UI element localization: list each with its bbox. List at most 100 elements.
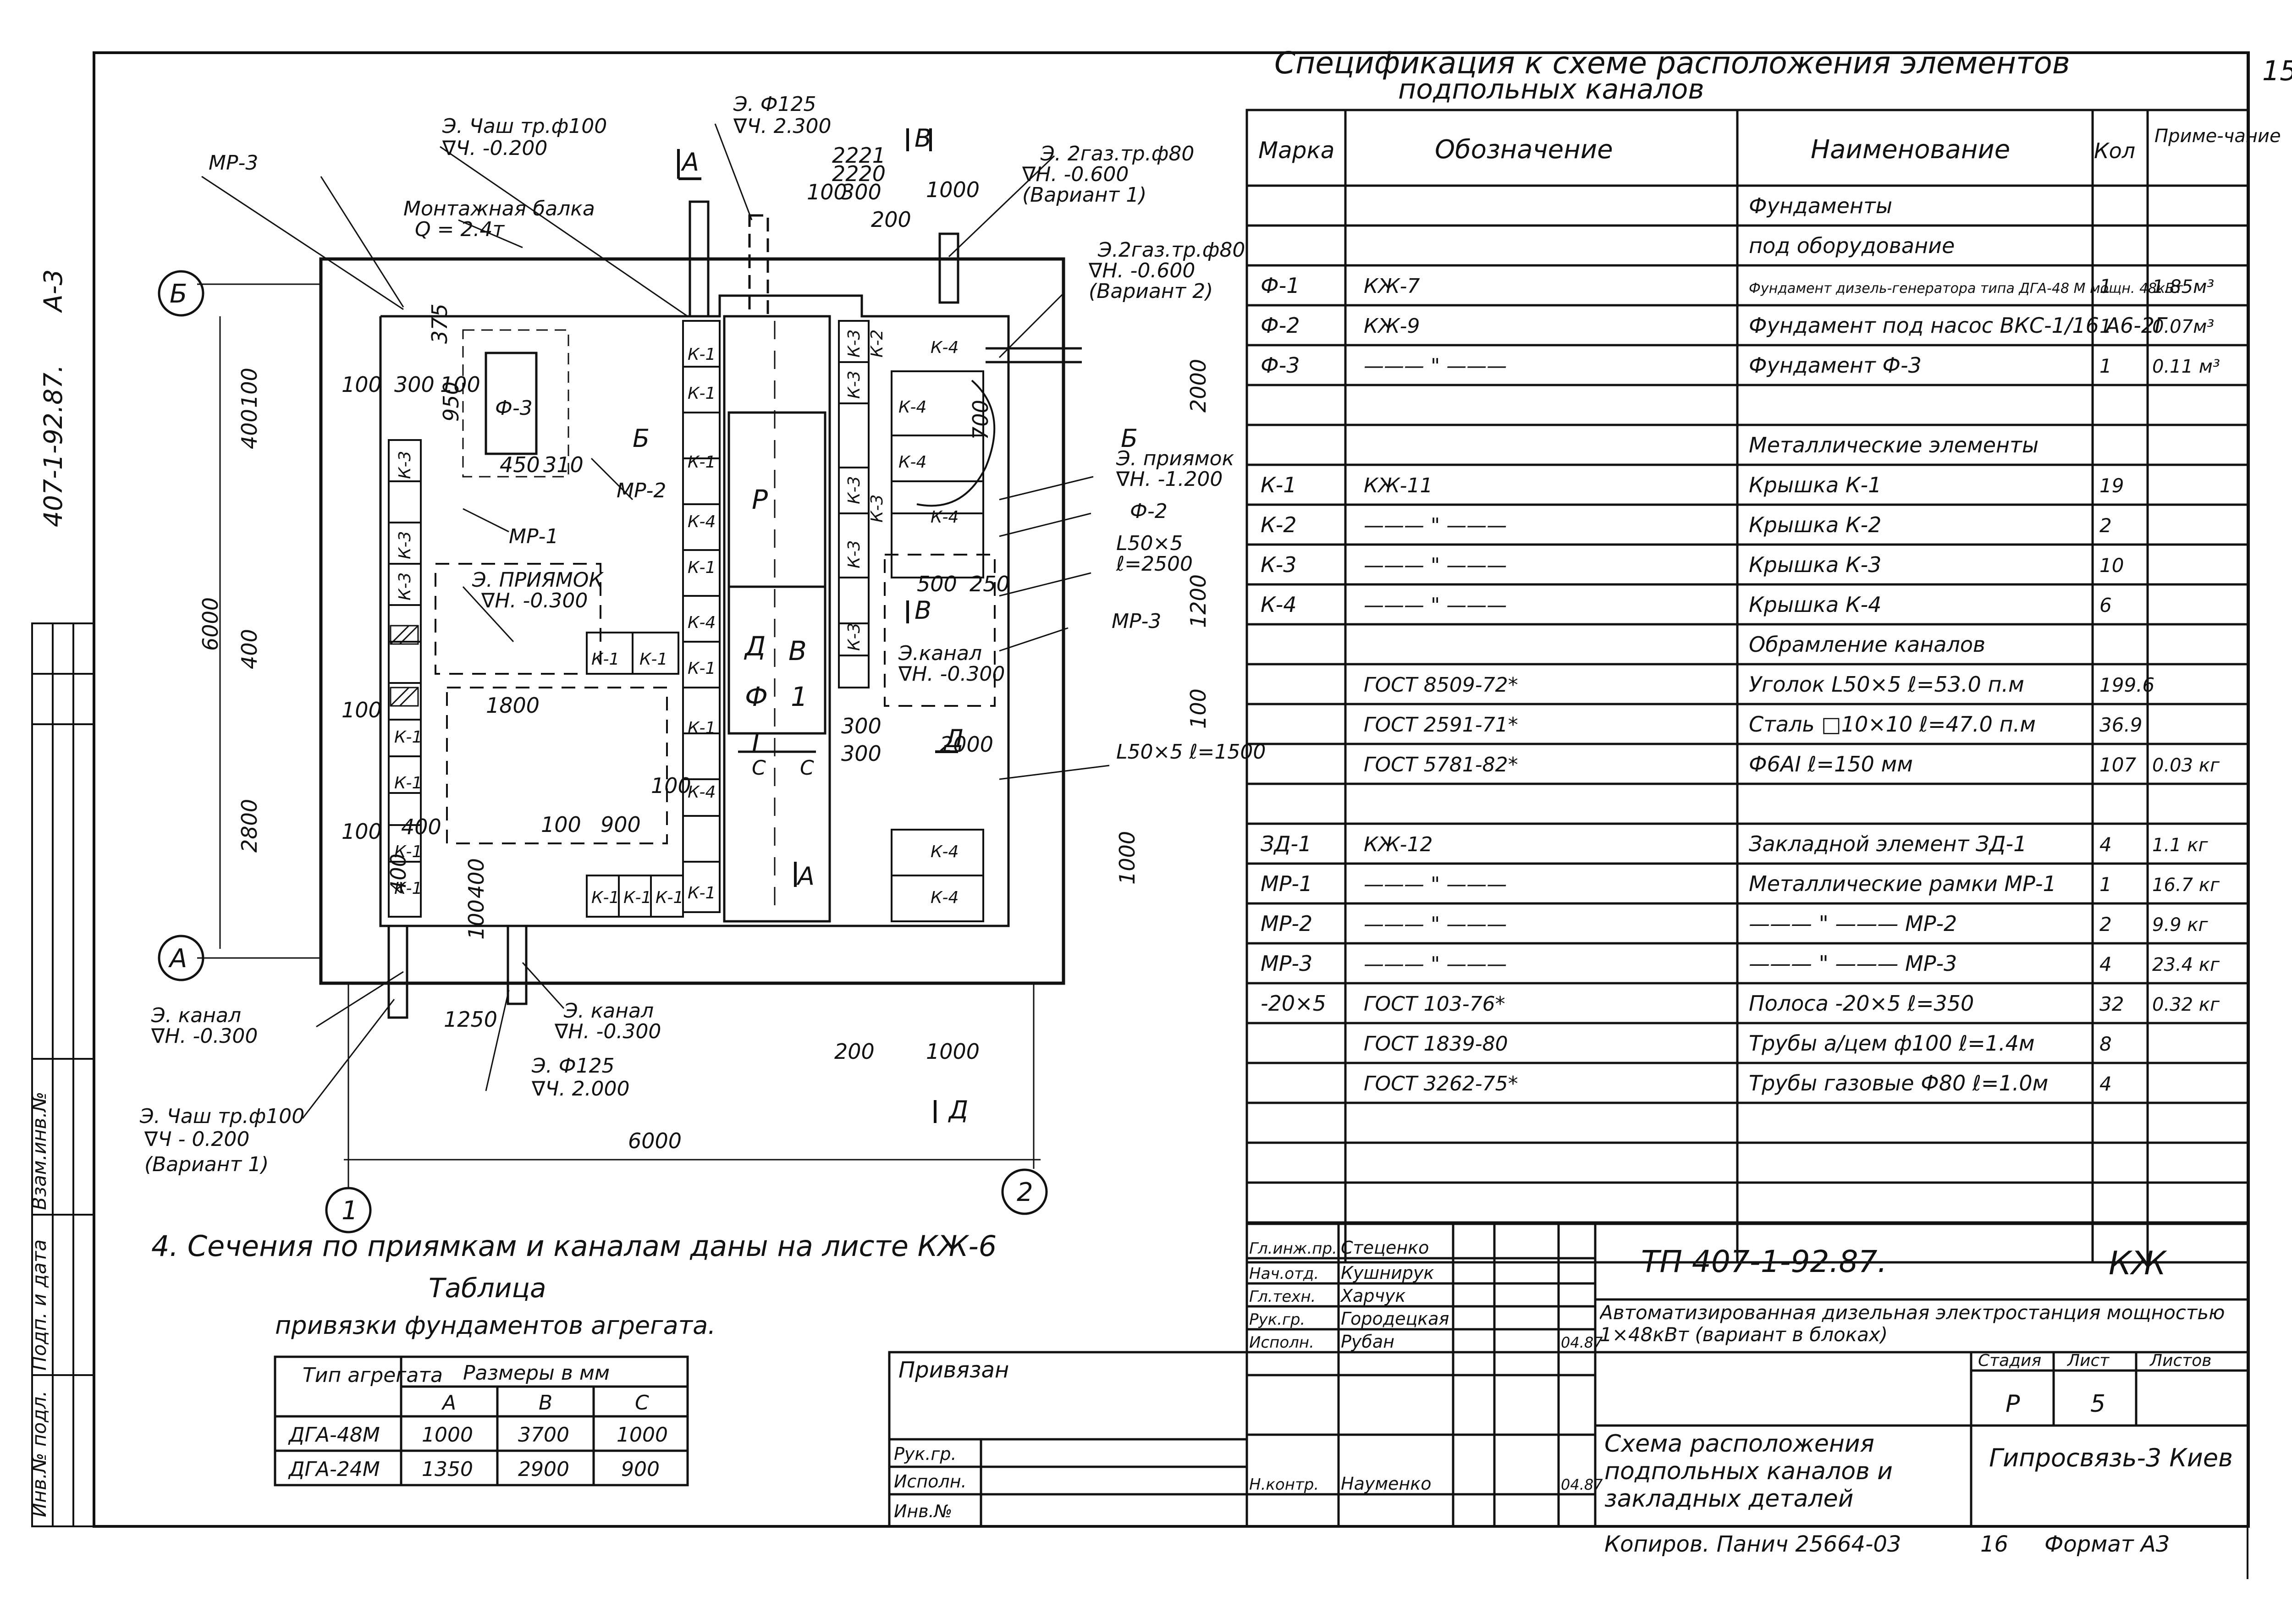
tb-person-date: 04.87: [1561, 1334, 1603, 1351]
tb-person-name: Городецкая: [1341, 1309, 1449, 1329]
spec-cell-name: Трубы газовые Ф80 ℓ=1.0м: [1749, 1071, 2048, 1096]
left-stamp: [31, 622, 95, 1527]
spec-cell-desig: ГОСТ 8509-72*: [1364, 673, 1518, 697]
table-header-type: Тип агрегата: [303, 1364, 443, 1387]
svg-text:К-4: К-4: [688, 783, 716, 802]
svg-text:К-3: К-3: [845, 476, 864, 504]
tb-format-num: 16: [1980, 1531, 2008, 1557]
svg-text:К-1: К-1: [394, 728, 422, 747]
svg-text:100: 100: [342, 372, 382, 397]
svg-text:К-1: К-1: [656, 888, 683, 907]
svg-text:(Вариант 2): (Вариант 2): [1089, 280, 1213, 303]
svg-text:100: 100: [237, 368, 262, 408]
spec-cell-mark: ЗД-1: [1261, 831, 1311, 856]
spec-cell-name: Металлические рамки МР-1: [1749, 871, 2056, 896]
tb-privyazan: Привязан: [898, 1357, 1009, 1383]
svg-text:400: 400: [237, 629, 262, 669]
table-title: Таблица: [429, 1272, 546, 1304]
tb-person-name: Стеценко: [1341, 1238, 1429, 1258]
svg-text:К-3: К-3: [396, 573, 414, 600]
section-b-right: Б: [1121, 424, 1138, 453]
hatch-patches: [390, 625, 419, 707]
right-k4-group: [891, 370, 996, 922]
mid-cover-column: [682, 320, 721, 913]
spec-cell-mark: МР-2: [1261, 911, 1312, 936]
svg-text:400: 400: [237, 409, 262, 449]
svg-text:400: 400: [386, 853, 411, 894]
tb-copied: Копиров. Панич 25664-03: [1604, 1531, 1901, 1557]
svg-text:2000: 2000: [1186, 359, 1211, 413]
tb-inv: Инв.№: [894, 1501, 952, 1521]
svg-text:К-4: К-4: [898, 398, 926, 417]
spec-cell-mark: Ф-3: [1261, 353, 1300, 378]
spec-header-note: Приме-чание: [2154, 126, 2281, 147]
spec-cell-mark: Ф-2: [1261, 313, 1300, 338]
svg-text:А: А: [168, 944, 187, 974]
spec-cell-desig: КЖ-9: [1364, 314, 1420, 338]
cover-labels-vertical: К-3 К-3 К-3 К-3 К-3 К-3 К-3 К-3 К-2 К-3: [396, 330, 887, 651]
svg-text:К-3: К-3: [845, 623, 864, 651]
tb-person-name: Науменко: [1341, 1474, 1431, 1494]
svg-text:(Вариант 1): (Вариант 1): [144, 1153, 269, 1176]
spec-cell-qty: 4: [2099, 953, 2112, 975]
svg-text:1: 1: [342, 1196, 358, 1226]
svg-text:1000: 1000: [926, 177, 980, 202]
spec-cell-qty: 1: [2099, 275, 2112, 297]
svg-text:К-3: К-3: [845, 540, 864, 568]
svg-text:6000: 6000: [628, 1129, 682, 1153]
spec-cell-desig: ——— " ———: [1364, 514, 1507, 537]
spec-cell-name: Закладной элемент ЗД-1: [1749, 831, 2027, 856]
svg-text:К-1: К-1: [394, 842, 422, 861]
svg-text:2220: 2220: [832, 161, 886, 186]
spec-cell-qty: 8: [2099, 1033, 2112, 1055]
svg-text:К-3: К-3: [845, 371, 864, 399]
spec-header-mark: Марка: [1258, 137, 1334, 164]
svg-text:Б: Б: [170, 279, 187, 309]
spec-cell-desig: ГОСТ 5781-82*: [1364, 753, 1518, 776]
tb-drawing: Схема расположения подпольных каналов и …: [1604, 1430, 1893, 1513]
svg-text:К-3: К-3: [845, 330, 864, 358]
table-cell: 1000: [422, 1423, 473, 1447]
spec-cell-name: Трубы а/цем ф100 ℓ=1.4м: [1749, 1031, 2035, 1056]
section-d-bot: Д: [948, 1096, 968, 1124]
svg-text:МР-3: МР-3: [1112, 610, 1161, 633]
spec-cell-qty: 6: [2099, 594, 2112, 617]
svg-text:К-3: К-3: [868, 495, 887, 523]
svg-text:∇Н. -0.600: ∇Н. -0.600: [1088, 259, 1195, 282]
spec-cell-mark: К-4: [1261, 592, 1297, 617]
svg-text:300: 300: [841, 180, 882, 204]
section-a-top: А: [681, 148, 699, 176]
svg-text:1000: 1000: [1115, 831, 1140, 885]
svg-text:700: 700: [968, 400, 993, 440]
table-col-a: А: [441, 1391, 456, 1415]
spec-table: Марка Обозначение Наименование Кол Приме…: [1245, 109, 2281, 1264]
spec-cell-name: Уголок L50×5 ℓ=53.0 п.м: [1749, 672, 2024, 697]
spec-row: Металлические элементы: [1749, 433, 2039, 457]
plan-outline: [319, 257, 1065, 985]
svg-text:2: 2: [1017, 1178, 1033, 1207]
svg-text:Монтажная балка: Монтажная балка: [403, 197, 595, 220]
svg-text:∇Ч. -0.200: ∇Ч. -0.200: [442, 137, 547, 160]
spec-cell-name: ——— " ——— МР-3: [1749, 951, 1957, 976]
axis-bubble-a: А: [158, 935, 204, 981]
svg-text:К-4: К-4: [931, 888, 959, 907]
spec-cell-desig: ГОСТ 3262-75*: [1364, 1072, 1518, 1096]
svg-text:300: 300: [841, 714, 882, 738]
table-header-sizes: Размеры в мм: [463, 1361, 610, 1385]
spec-cell-mark: Ф-1: [1261, 273, 1300, 298]
spec-cell-desig: ——— " ———: [1364, 913, 1507, 936]
svg-text:900: 900: [601, 812, 641, 837]
svg-text:100: 100: [651, 773, 691, 798]
spec-cell-qty: 2: [2099, 514, 2112, 537]
spec-cell-qty: 107: [2099, 754, 2136, 776]
svg-text:Э.канал: Э.канал: [898, 642, 982, 665]
axis-bubble-b: Б: [158, 270, 204, 317]
section-v-mid: В: [915, 596, 931, 625]
svg-text:L50×5 ℓ=1500: L50×5 ℓ=1500: [1116, 740, 1266, 764]
